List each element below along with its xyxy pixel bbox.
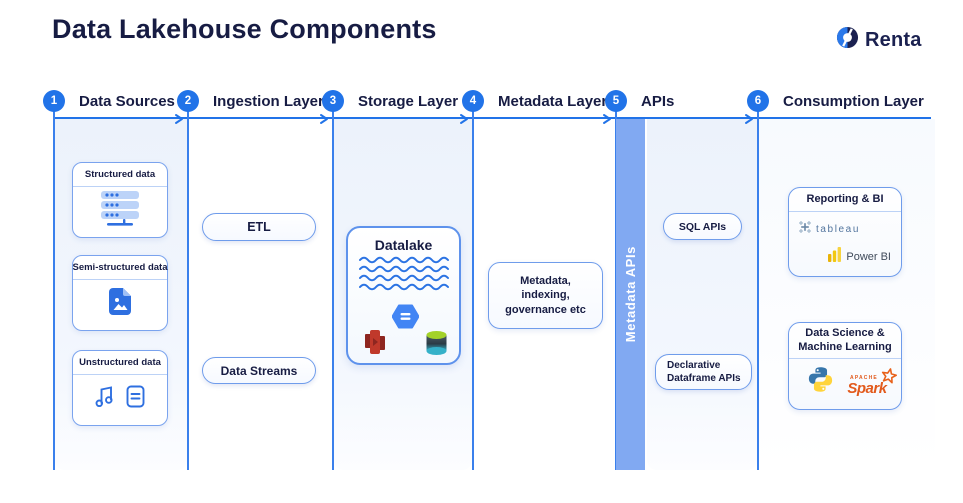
step-label: Consumption Layer <box>783 92 924 110</box>
card-title: Datalake <box>374 237 433 253</box>
metadata-apis-bar: Metadata APIs <box>616 119 645 470</box>
timeline-step-data-sources: 1 Data Sources <box>43 90 175 112</box>
timeline-step-metadata-layer: 4 Metadata Layer <box>462 90 607 112</box>
consumption-panel <box>759 119 935 470</box>
timeline-line <box>54 117 931 119</box>
step-label: Storage Layer <box>358 92 459 110</box>
step-label: APIs <box>641 92 675 110</box>
amazon-redshift-icon <box>363 328 387 361</box>
apache-spark-logo: APACHE Spark <box>841 368 898 398</box>
tableau-logo: tableau <box>789 220 901 239</box>
step-number-badge: 6 <box>747 90 769 112</box>
step-label: Ingestion Layer <box>213 92 324 110</box>
spark-wordmark: Spark <box>847 380 887 397</box>
data-streams-pill: Data Streams <box>202 357 316 384</box>
timeline-step-storage-layer: 3 Storage Layer <box>322 90 458 112</box>
timeline-step-consumption-layer: 6 Consumption Layer <box>747 90 924 112</box>
data-science-ml-card: Data Science & Machine Learning APACHE S… <box>788 322 902 410</box>
step-number-badge: 4 <box>462 90 484 112</box>
sql-apis-pill: SQL APIs <box>663 213 742 240</box>
tableau-wordmark: tableau <box>816 224 861 235</box>
semi-structured-data-card: Semi-structured data <box>72 255 168 331</box>
music-note-icon <box>95 385 114 413</box>
structured-data-card: Structured data <box>72 162 168 238</box>
apis-panel <box>647 119 757 470</box>
brand-name: Renta <box>865 28 922 51</box>
pill-label: Data Streams <box>220 363 298 378</box>
column-divider-1 <box>53 111 55 470</box>
database-cylinder-icon <box>425 330 448 361</box>
card-title: Semi-structured data <box>72 256 168 280</box>
step-number-badge: 5 <box>605 90 627 112</box>
renta-logo: Renta <box>836 26 922 54</box>
water-waves-icon <box>348 256 459 296</box>
column-divider-6 <box>757 111 759 470</box>
column-divider-2 <box>187 111 189 470</box>
arrow-right-icon <box>744 112 754 124</box>
tableau-icon <box>798 220 812 239</box>
etl-pill: ETL <box>202 213 316 241</box>
pill-label: ETL <box>247 220 271 234</box>
step-number-badge: 2 <box>177 90 199 112</box>
step-label: Metadata Layer <box>498 92 608 110</box>
python-icon <box>807 366 834 398</box>
powerbi-logo: Power BI <box>789 247 901 267</box>
declarative-dataframe-apis-pill: Declarative Dataframe APIs <box>655 354 752 390</box>
renta-logo-icon <box>836 26 859 54</box>
spark-star-icon <box>881 368 898 389</box>
step-number-badge: 3 <box>322 90 344 112</box>
arrow-right-icon <box>602 112 612 124</box>
metadata-card: Metadata, indexing, governance etc <box>488 262 603 329</box>
google-bigquery-icon <box>391 304 420 334</box>
timeline-step-ingestion-layer: 2 Ingestion Layer <box>177 90 324 112</box>
image-file-icon <box>108 288 132 320</box>
reporting-bi-card: Reporting & BI tableau <box>788 187 902 277</box>
powerbi-icon <box>828 247 842 267</box>
unstructured-data-card: Unstructured data <box>72 350 168 426</box>
server-database-icon <box>96 190 144 232</box>
spark-apache-text: APACHE <box>850 375 878 381</box>
arrow-right-icon <box>174 112 184 124</box>
column-divider-3 <box>332 111 334 470</box>
card-title: Data Science & Machine Learning <box>789 323 901 359</box>
bar-label: Metadata APIs <box>623 246 638 343</box>
pill-label: Declarative Dataframe APIs <box>667 360 741 384</box>
page-title: Data Lakehouse Components <box>52 14 437 44</box>
column-divider-4 <box>472 111 474 470</box>
arrow-right-icon <box>459 112 469 124</box>
step-label: Data Sources <box>79 92 175 110</box>
card-title: Structured data <box>73 163 167 187</box>
datalake-card: Datalake <box>346 226 461 365</box>
arrow-right-icon <box>319 112 329 124</box>
timeline-step-apis: 5 APIs <box>605 90 674 112</box>
powerbi-wordmark: Power BI <box>846 251 891 263</box>
card-title: Unstructured data <box>73 351 167 375</box>
card-title: Reporting & BI <box>789 188 901 212</box>
text-document-icon <box>126 385 145 413</box>
step-number-badge: 1 <box>43 90 65 112</box>
pill-label: SQL APIs <box>678 220 727 233</box>
